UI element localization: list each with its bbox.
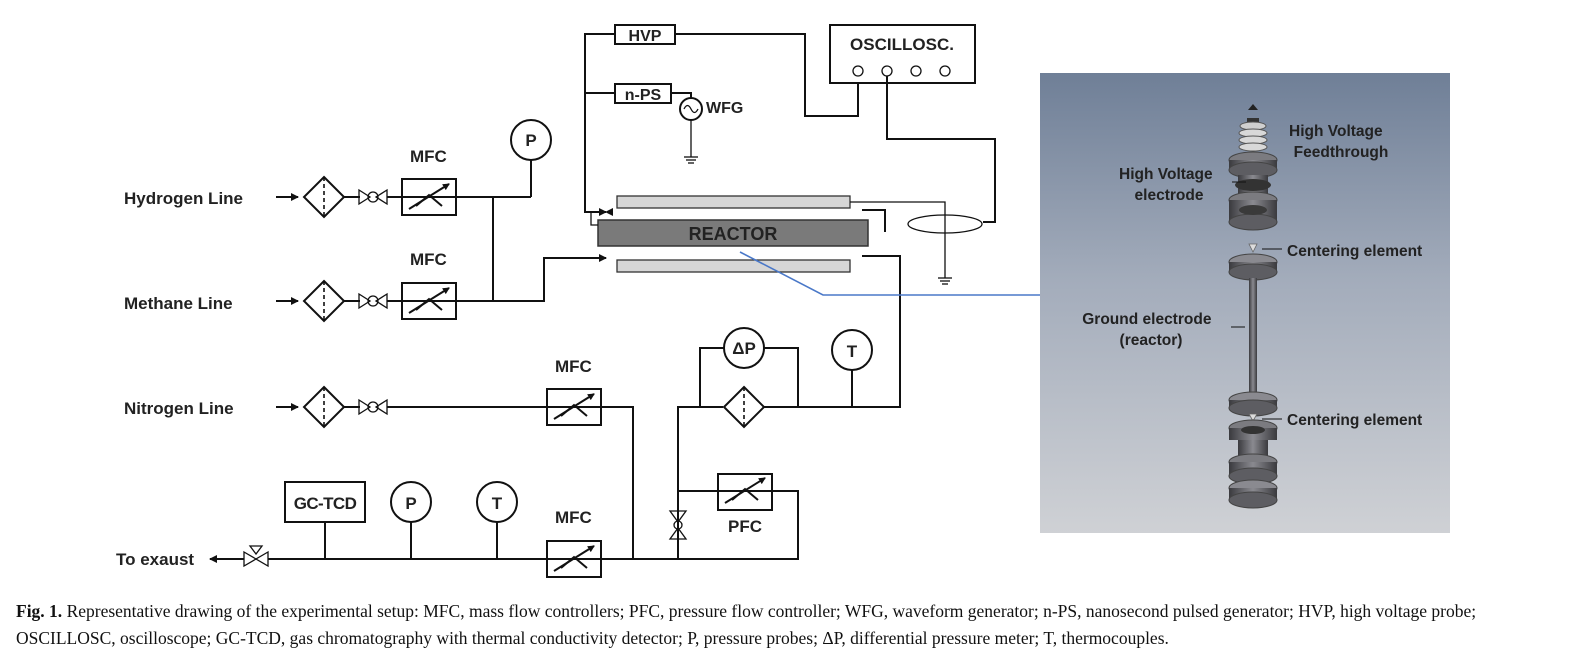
reactor-label: REACTOR — [689, 224, 778, 244]
figure-label: Fig. 1. — [16, 601, 63, 621]
nps-label: n-PS — [625, 87, 662, 104]
reactor-to-render-connector — [739, 251, 1065, 300]
bottom-electrode — [616, 259, 851, 273]
oscilloscope-box — [829, 24, 976, 84]
outlet-thermocouple-label: T — [847, 342, 858, 361]
methane-filter-icon — [303, 280, 345, 322]
top-flange-assembly — [1228, 151, 1278, 231]
nitrogen-mfc-icon — [547, 389, 601, 425]
oscilloscope-channel-4 — [939, 65, 951, 77]
hv-electrode-label: High Voltage electrode — [1119, 166, 1217, 204]
nitrogen-mfc-label: MFC — [555, 357, 592, 376]
setup-diagram: Hydrogen Line MFC P Methane Line MFC Nit… — [116, 24, 1450, 595]
outlet-section: ΔP T PFC To exaust MFC GC-TCD P — [116, 327, 873, 577]
nitrogen-line-label: Nitrogen Line — [124, 399, 234, 418]
centering-element-top-label: Centering element — [1287, 243, 1422, 260]
centering-element-top — [1248, 243, 1258, 253]
exhaust-thermocouple-label: T — [492, 494, 503, 513]
methane-valve-icon — [358, 293, 388, 309]
differential-pressure-label: ΔP — [732, 339, 756, 358]
exhaust-label: To exaust — [116, 550, 194, 569]
methane-line: Methane Line MFC — [124, 250, 607, 322]
hydrogen-valve-icon — [358, 189, 388, 205]
figure-caption: Fig. 1. Representative drawing of the ex… — [16, 598, 1564, 652]
centering-element-bottom — [1248, 413, 1258, 422]
reactor-body — [597, 219, 869, 247]
hvp-label: HVP — [629, 28, 662, 45]
centering-element-bottom-label: Centering element — [1287, 412, 1422, 429]
hydrogen-line: Hydrogen Line MFC P — [124, 119, 552, 301]
pfc-label: PFC — [728, 517, 762, 536]
current-probe-icon — [907, 214, 983, 234]
exhaust-valve-icon — [243, 550, 258, 568]
methane-mfc-label: MFC — [410, 250, 447, 269]
outlet-thermocouple — [831, 329, 873, 371]
methane-mfc-icon — [402, 283, 456, 319]
reactor-assembly: REACTOR — [590, 195, 983, 408]
oscilloscope-channel-3 — [910, 65, 922, 77]
gc-tcd-box — [284, 481, 366, 523]
nitrogen-line: Nitrogen Line MFC — [124, 357, 634, 559]
power-section: HVP n-PS WFG OSCILLOSC. — [584, 24, 996, 223]
oscilloscope-channel-1 — [852, 65, 864, 77]
nitrogen-valve-icon — [358, 399, 388, 415]
methane-line-label: Methane Line — [124, 294, 233, 313]
bypass-valve-icon — [668, 510, 688, 524]
hydrogen-filter-icon — [303, 176, 345, 218]
outlet-filter-icon — [723, 386, 765, 428]
hydrogen-mfc-icon — [402, 179, 456, 215]
hydrogen-pressure-gauge — [510, 119, 552, 161]
hydrogen-pressure-label: P — [525, 131, 536, 150]
wfg-label: WFG — [706, 100, 743, 117]
feedthrough-insulator — [1238, 104, 1268, 152]
oscilloscope-label: OSCILLOSC. — [850, 35, 954, 54]
exhaust-mfc-icon — [547, 541, 601, 577]
ground-electrode-label: Ground electrode (reactor) — [1082, 311, 1216, 349]
figure-caption-text: Representative drawing of the experiment… — [16, 601, 1477, 648]
exhaust-pressure-label: P — [405, 494, 416, 513]
feedthrough-label: High Voltage Feedthrough — [1289, 123, 1388, 161]
exhaust-mfc-label: MFC — [555, 508, 592, 527]
ground-electrode-tube — [1249, 278, 1257, 398]
hydrogen-line-label: Hydrogen Line — [124, 189, 243, 208]
nitrogen-filter-icon — [303, 386, 345, 428]
gc-tcd-label: GC-TCD — [294, 494, 357, 513]
hydrogen-mfc-label: MFC — [410, 147, 447, 166]
bottom-flange-assembly — [1228, 419, 1278, 509]
top-electrode — [616, 195, 851, 209]
reactor-render: High Voltage Feedthrough High Voltage el… — [1040, 73, 1450, 533]
